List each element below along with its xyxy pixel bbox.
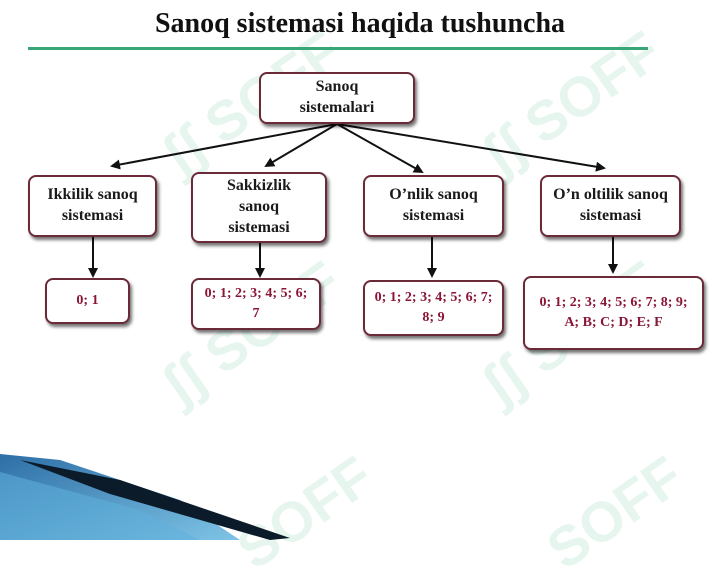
- system-node-hex: O’n oltilik sanoq sistemasi: [540, 175, 681, 237]
- arrow-root-to-hex: [336, 123, 606, 172]
- title-underline: [28, 47, 648, 50]
- arrow-root-to-decimal: [336, 123, 424, 173]
- system-node-decimal: O’nlik sanoq sistemasi: [363, 175, 504, 237]
- system-label: O’n oltilik sanoq sistemasi: [553, 186, 668, 224]
- digits-node-octal: 0; 1; 2; 3; 4; 5; 6; 7: [191, 278, 321, 330]
- system-node-binary: Ikkilik sanoq sistemasi: [28, 175, 157, 237]
- root-label: Sanoq sistemalari: [299, 78, 375, 116]
- watermark-logo: SOFF: [535, 443, 694, 582]
- digits-node-hex: 0; 1; 2; 3; 4; 5; 6; 7; 8; 9; A; B; C; D…: [523, 276, 704, 350]
- system-label: Ikkilik sanoq sistemasi: [47, 186, 138, 224]
- arrow-root-to-octal: [264, 123, 338, 168]
- digits-node-decimal: 0; 1; 2; 3; 4; 5; 6; 7; 8; 9: [363, 280, 504, 336]
- digits-text: 0; 1: [76, 292, 99, 308]
- digits-text: 0; 1; 2; 3; 4; 5; 6; 7; 8; 9: [374, 289, 493, 325]
- arrow-root-to-binary: [110, 123, 338, 170]
- system-node-octal: Sakkizlik sanoq sistemasi: [191, 172, 327, 243]
- corner-decoration: [0, 454, 290, 540]
- digits-text: 0; 1; 2; 3; 4; 5; 6; 7: [204, 285, 308, 321]
- page-title: Sanoq sistemasi haqida tushuncha: [154, 8, 566, 39]
- connector-arrows: [88, 123, 618, 278]
- system-label: Sakkizlik sanoq sistemasi: [226, 177, 292, 236]
- digits-node-binary: 0; 1: [45, 278, 130, 324]
- system-label: O’nlik sanoq sistemasi: [389, 186, 478, 224]
- digits-text: 0; 1; 2; 3; 4; 5; 6; 7; 8; 9; A; B; C; D…: [539, 294, 688, 330]
- root-node: Sanoq sistemalari: [259, 72, 415, 124]
